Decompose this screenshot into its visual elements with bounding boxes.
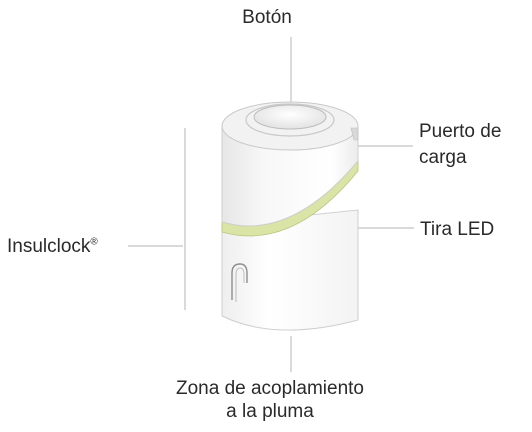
label-charging-port-line1: Puerto de bbox=[419, 121, 502, 142]
pen-clip-outline bbox=[231, 263, 248, 300]
label-charging-port-line2: carga bbox=[419, 147, 467, 168]
label-button: Botón bbox=[242, 7, 292, 28]
label-docking-zone-line2: a la pluma bbox=[226, 401, 314, 422]
charging-port-notch bbox=[350, 127, 359, 141]
label-docking-zone-line1: Zona de acoplamiento bbox=[175, 378, 364, 399]
button-outer-ring bbox=[245, 103, 335, 137]
device-name: Insulclock bbox=[7, 236, 91, 257]
label-led-strip: Tira LED bbox=[420, 219, 495, 240]
button-top bbox=[253, 104, 327, 130]
registered-mark: ® bbox=[90, 236, 98, 248]
device-cap bbox=[221, 101, 359, 227]
device-body bbox=[221, 209, 359, 331]
label-device: Insulclock® bbox=[7, 236, 98, 258]
